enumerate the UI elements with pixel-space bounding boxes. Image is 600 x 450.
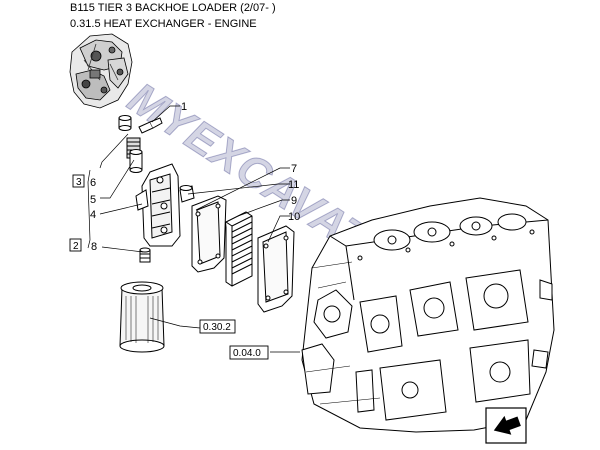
part-fitting	[179, 185, 195, 203]
part-heat-exchanger-core	[225, 211, 253, 287]
svg-text:0.30.2[interactable]: 0.30.2	[203, 322, 231, 333]
part-gasket-outer	[191, 195, 227, 273]
svg-text:2: 2	[73, 241, 79, 252]
callout-1: 1	[181, 101, 187, 113]
part-oil-filter	[119, 281, 165, 353]
callout-4: 4	[90, 209, 96, 221]
callout-10: 10	[288, 211, 300, 223]
leader-lines	[87, 105, 300, 353]
part-housing	[135, 163, 181, 247]
engine-thumbnail-icon	[69, 33, 133, 109]
section-title: 0.31.5 HEAT EXCHANGER - ENGINE	[70, 18, 257, 30]
group-box-3: 3	[72, 174, 85, 188]
page-title: B115 TIER 3 BACKHOE LOADER (2/07- )	[70, 2, 276, 14]
part-valve	[129, 149, 143, 173]
callout-9: 9	[291, 195, 297, 207]
callout-7: 7	[291, 163, 297, 175]
group-box-2: 2	[69, 238, 82, 252]
engine-block-drawing	[301, 197, 555, 433]
reference-0-04-0[interactable]: 0.04.0	[229, 345, 269, 360]
part-plug	[139, 247, 151, 263]
callout-numbers: 1 7 11 9 10 6 5 4 8	[90, 101, 300, 253]
callout-5: 5	[90, 194, 96, 206]
reference-0-30-2[interactable]: 0.30.2	[199, 319, 236, 334]
callout-8: 8	[91, 241, 97, 253]
callout-11: 11	[288, 179, 299, 191]
callout-6: 6	[90, 177, 96, 189]
svg-text:0.04.0[interactable]: 0.04.0	[233, 348, 261, 359]
part-cap	[118, 115, 132, 131]
part-gasket-inner	[257, 225, 295, 313]
next-page-arrow-icon[interactable]	[485, 407, 527, 444]
svg-text:3: 3	[76, 177, 82, 188]
parts-group	[118, 115, 295, 353]
part-bolt	[138, 117, 163, 134]
